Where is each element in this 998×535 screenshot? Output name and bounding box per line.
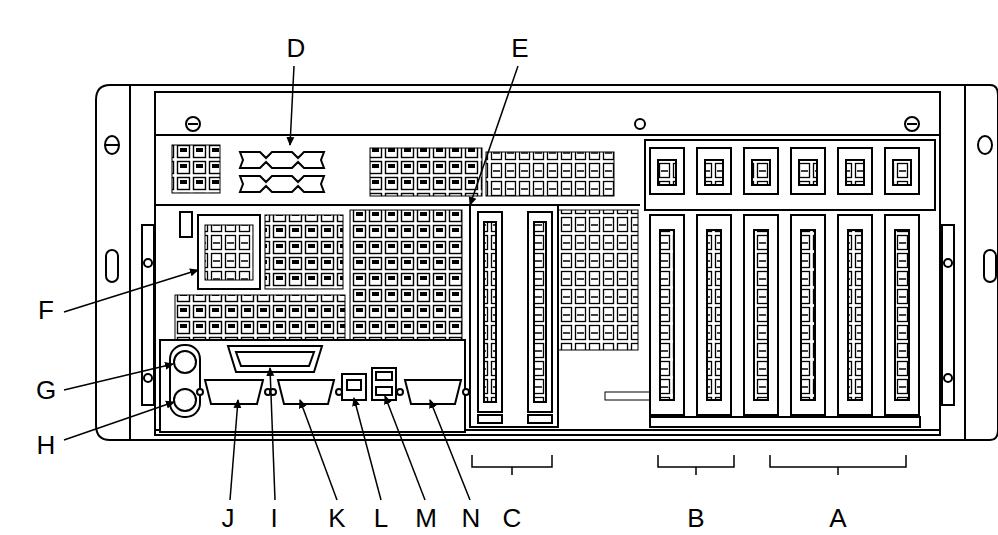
callout-letter: D [285, 34, 308, 62]
callout-letter: I [268, 504, 279, 532]
callout-letter: G [34, 376, 58, 404]
callout-letter: A [827, 504, 848, 532]
callout-letter: C [501, 504, 524, 532]
callout-letter: N [460, 504, 483, 532]
callout-letter: E [509, 34, 530, 62]
callout-letter: H [35, 431, 58, 459]
callout-letter: L [372, 504, 390, 532]
callout-letter: B [685, 504, 706, 532]
callout-letter: K [326, 504, 347, 532]
callout-letter: M [413, 504, 439, 532]
callout-letter: F [36, 296, 56, 324]
callout-letter: J [220, 504, 237, 532]
